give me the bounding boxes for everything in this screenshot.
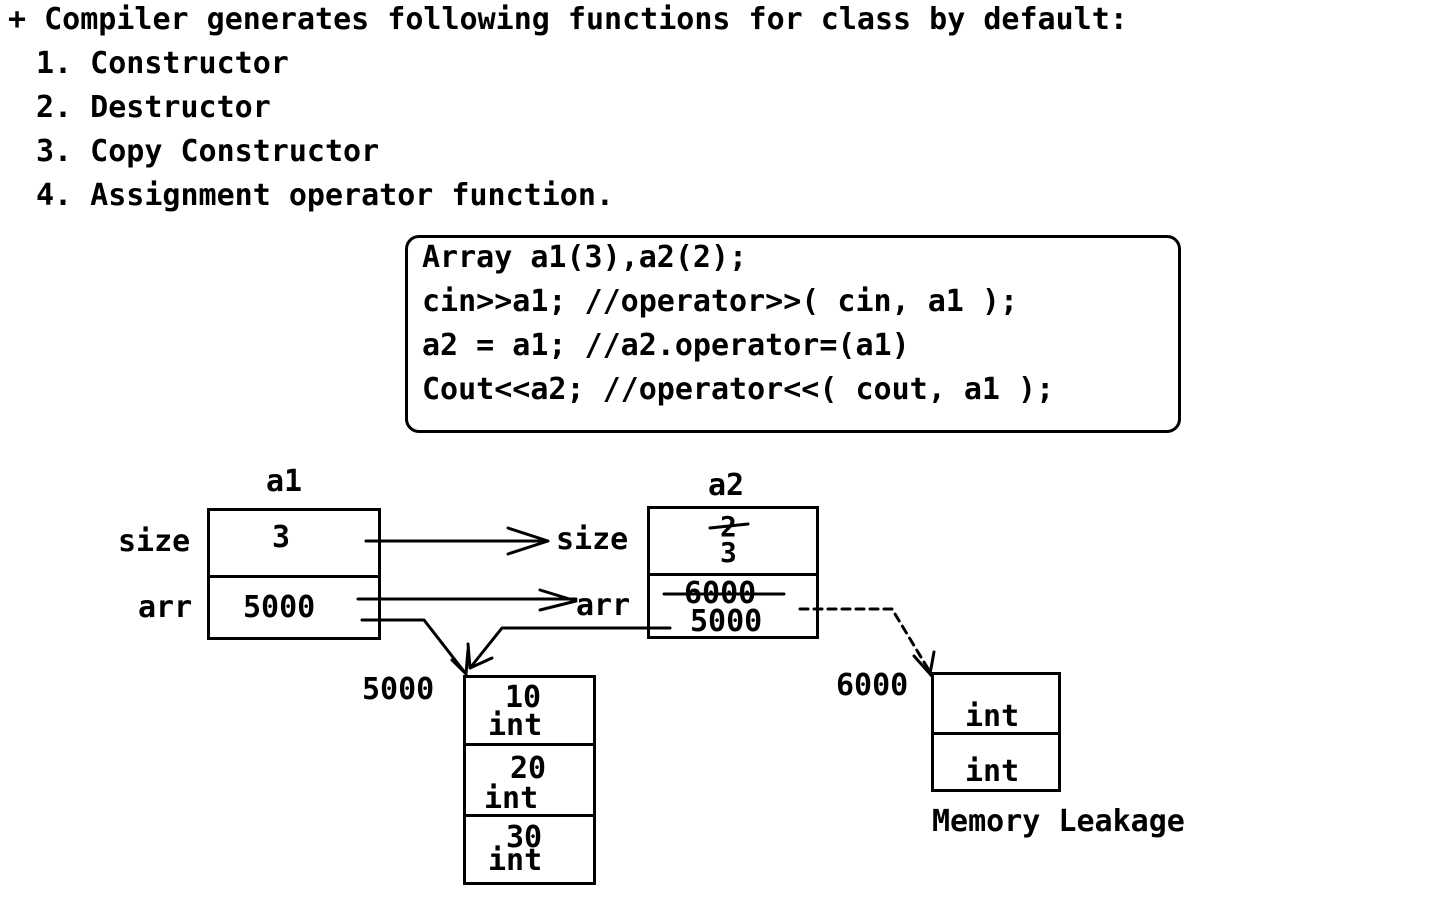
cell-type: int [965, 754, 1020, 789]
a1-arr-cell [207, 575, 381, 640]
block5000-cell [463, 814, 596, 885]
list-item: 1. Constructor [36, 46, 289, 81]
a1-size-label: size [118, 524, 191, 559]
cell-type: int [488, 708, 543, 743]
cell-type: int [488, 843, 543, 878]
block6000-cell [931, 732, 1061, 792]
cell-value: 10 [505, 680, 542, 715]
a2-arr-cell [647, 573, 819, 639]
a2-arr-new: 5000 [690, 604, 763, 639]
a1-arr-label: arr [138, 590, 193, 625]
intro-heading: + Compiler generates following functions… [8, 2, 1128, 37]
cell-value: 20 [510, 751, 547, 786]
a2-size-new: 3 [720, 536, 737, 569]
code-line: a2 = a1; //a2.operator=(a1) [422, 328, 910, 363]
a2-arr-pointer [466, 626, 672, 670]
a2-size-label: size [556, 522, 629, 557]
a2-arr-label: arr [576, 588, 631, 623]
old-pointer-arrow [798, 607, 932, 674]
a1-size-value: 3 [272, 520, 291, 555]
list-item: 4. Assignment operator function. [36, 178, 614, 213]
a1-size-cell [207, 508, 381, 578]
code-line: cin>>a1; //operator>>( cin, a1 ); [422, 284, 1019, 319]
block5000-address: 5000 [362, 672, 435, 707]
a2-name: a2 [708, 468, 745, 503]
old-pointer-arrowhead [912, 650, 936, 678]
cell-type: int [965, 699, 1020, 734]
a2-size-cell [647, 506, 819, 576]
cell-value: 30 [506, 820, 543, 855]
a1-arr-value: 5000 [243, 590, 316, 625]
code-box [405, 235, 1181, 433]
block5000-cell [463, 743, 596, 817]
arr-copy-arrow [356, 588, 578, 612]
a1-name: a1 [266, 464, 303, 499]
list-item: 3. Copy Constructor [36, 134, 380, 169]
code-line: Array a1(3),a2(2); [422, 240, 748, 275]
block6000-address: 6000 [836, 668, 909, 703]
cell-type: int [484, 781, 539, 816]
size-copy-arrow [364, 526, 550, 556]
memory-leakage-caption: Memory Leakage [932, 804, 1185, 839]
code-line: Cout<<a2; //operator<<( cout, a1 ); [422, 372, 1055, 407]
list-item: 2. Destructor [36, 90, 271, 125]
